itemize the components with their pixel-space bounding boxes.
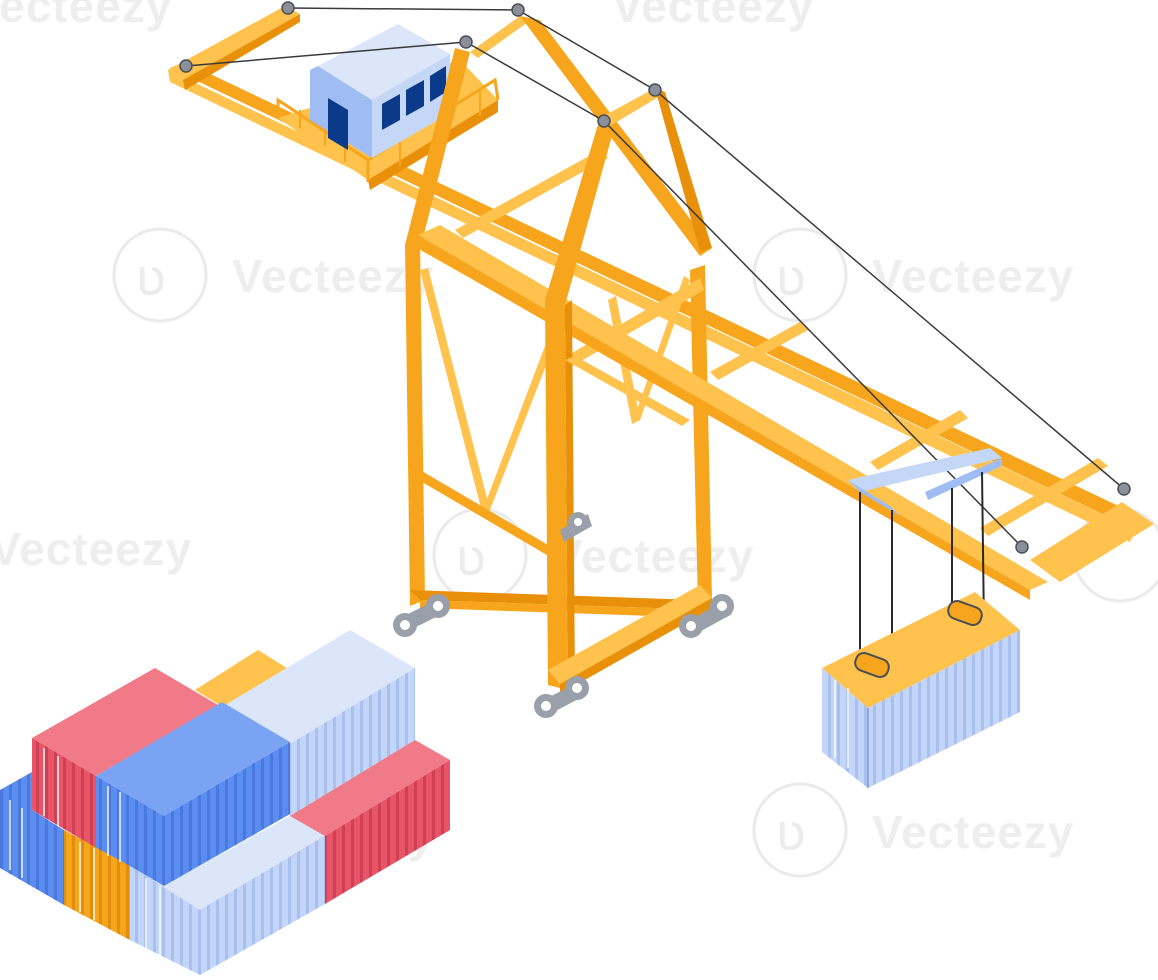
crane-back-boom <box>168 6 1154 582</box>
spreader-lugs <box>854 599 983 679</box>
pulley-8 <box>1015 540 1029 554</box>
watermark-logo-6: ʋ <box>752 782 848 878</box>
operator-cabin <box>276 24 500 190</box>
watermark-text-1: Vecteezy <box>232 250 434 302</box>
svg-text:ʋ: ʋ <box>455 528 486 588</box>
watermark-text-8: Vecteezy <box>612 0 814 32</box>
pulley-1 <box>179 59 193 73</box>
container-orange-back <box>195 650 290 710</box>
container-lightblue-bottom <box>130 816 325 975</box>
watermark-text-6: Vecteezy <box>872 806 1074 858</box>
crane-wheels <box>393 512 734 718</box>
watermark-layer: ʋ Vecteezy ʋ Vecteezy Vecteezy ʋ Vecteez… <box>0 0 1158 883</box>
crane-pulleys <box>179 1 1131 554</box>
container-blue-bottom <box>0 772 64 905</box>
svg-text:ʋ: ʋ <box>775 248 806 308</box>
watermark-text-2: Vecteezy <box>872 250 1074 302</box>
pulley-6 <box>597 114 611 128</box>
pulley-4 <box>511 3 525 17</box>
hanging-container <box>822 592 1020 788</box>
watermark-logo-1: ʋ <box>112 227 208 323</box>
svg-text:ʋ: ʋ <box>775 803 806 863</box>
container-stack <box>0 630 849 975</box>
wheel-bogie-middle <box>560 512 592 542</box>
wheel-bogie-back-left <box>393 594 450 637</box>
wheel-bogie-back-right <box>679 594 734 638</box>
container-blue-top <box>96 702 290 886</box>
pulley-7 <box>1117 482 1131 496</box>
pulley-2 <box>281 1 295 15</box>
crane-cables <box>185 7 1125 548</box>
pulley-5 <box>648 83 662 97</box>
crane-gantry-back <box>405 16 712 618</box>
wheel-bogie-front-left <box>534 676 589 718</box>
watermark-text-4: Vecteezy <box>552 530 754 582</box>
svg-text:ʋ: ʋ <box>135 248 166 308</box>
container-door-bars <box>9 680 849 956</box>
pulley-3 <box>459 35 473 49</box>
container-lightblue-top <box>225 630 415 816</box>
watermark-logo-3: ʋ <box>432 507 528 603</box>
watermark-text-7: Vecteezy <box>0 0 172 32</box>
watermark-text-3: Vecteezy <box>0 523 192 575</box>
crane-gantry-front <box>545 88 712 694</box>
container-red-top <box>32 668 218 848</box>
crane-trolley <box>848 448 1002 516</box>
watermark-logo-2: ʋ <box>752 227 848 323</box>
